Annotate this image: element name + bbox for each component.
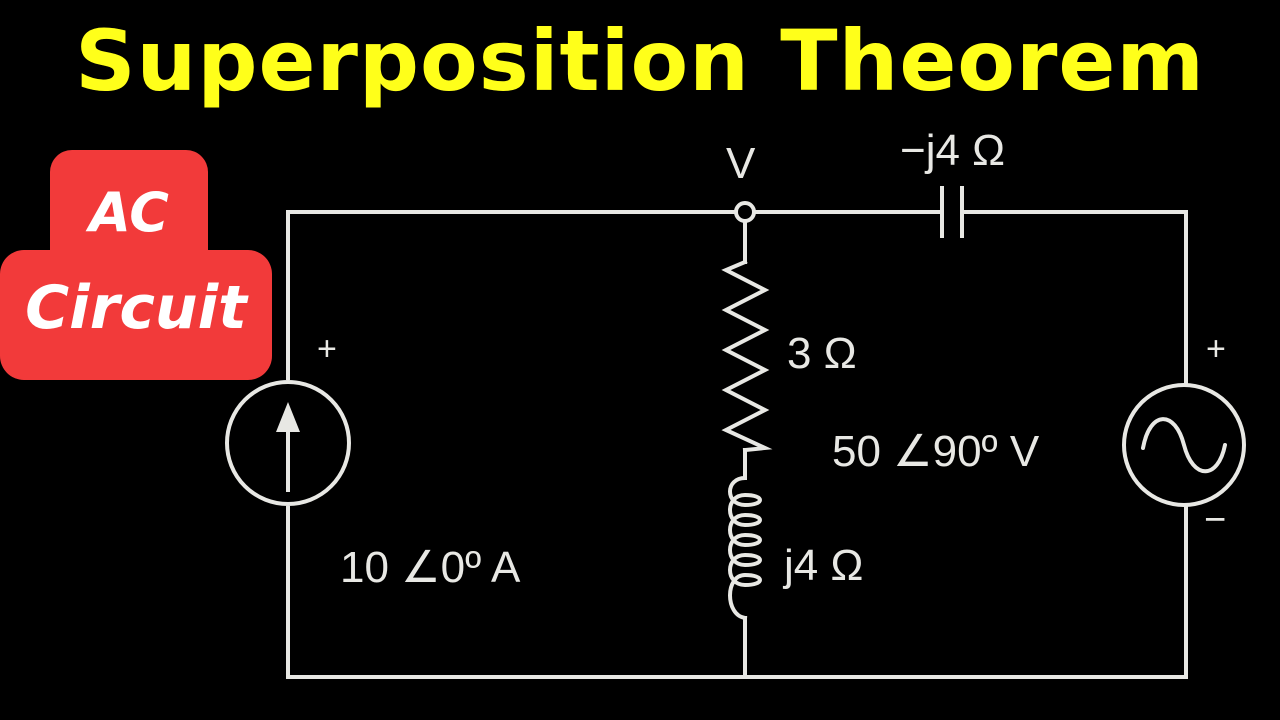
resistor-3-ohm	[721, 259, 773, 453]
current-source	[225, 380, 351, 506]
resistor-label: 3 Ω	[787, 329, 857, 378]
badge-line-ac: AC	[89, 181, 169, 244]
inductor-j4-ohm	[728, 475, 762, 621]
current-source-plus: +	[317, 330, 337, 368]
badge-bottom-shape	[0, 250, 272, 380]
page-title: Superposition Theorem	[75, 12, 1205, 110]
current-arrow-head	[276, 402, 300, 432]
ac-circuit-badge: AC Circuit	[0, 150, 275, 380]
inductor-label: j4 Ω	[782, 541, 863, 590]
capacitor-label: −j4 Ω	[900, 126, 1005, 175]
current-source-label: 10 ∠0º A	[340, 543, 521, 592]
node-v	[734, 201, 756, 223]
voltage-source-minus: −	[1204, 499, 1226, 541]
voltage-source	[1122, 383, 1246, 507]
node-label: V	[726, 139, 756, 188]
badge-line-circuit: Circuit	[25, 273, 247, 343]
voltage-source-plus: +	[1206, 330, 1226, 368]
voltage-source-label: 50 ∠90º V	[832, 427, 1040, 476]
sine-wave-icon	[1141, 417, 1227, 474]
